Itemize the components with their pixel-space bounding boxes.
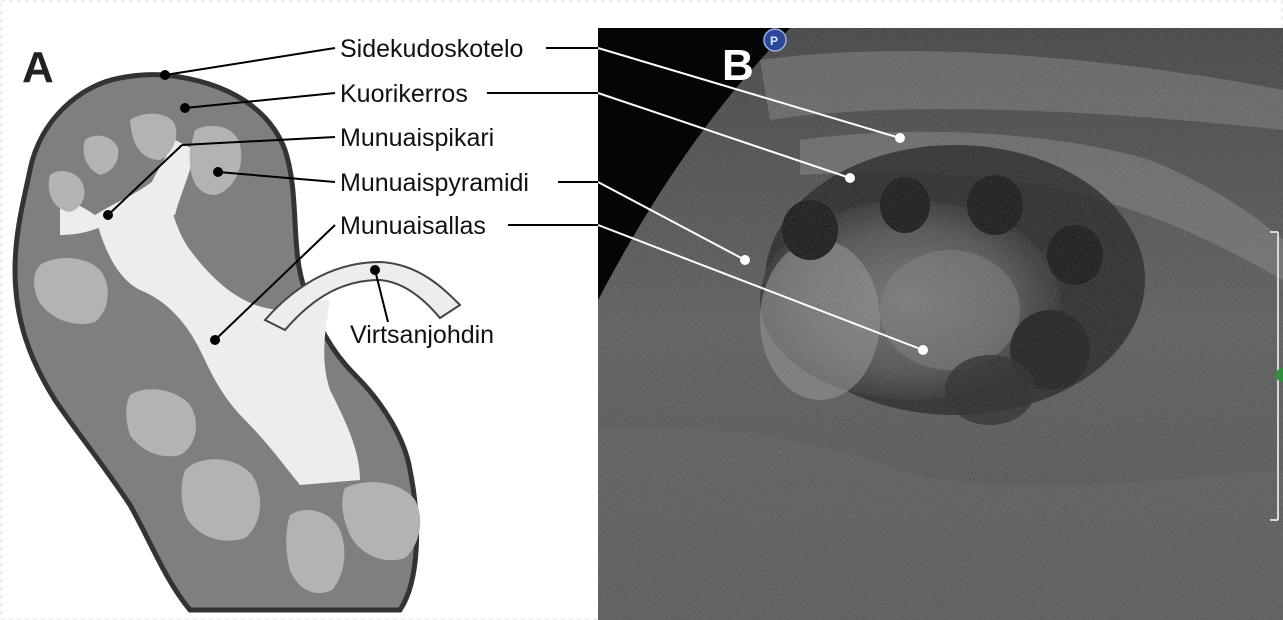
orientation-marker-label: P <box>770 34 778 48</box>
label-cortex: Kuorikerros <box>340 80 468 108</box>
label-capsule: Sidekudoskotelo <box>340 35 523 63</box>
panel-a-letter: A <box>22 43 54 92</box>
center-labels: Sidekudoskotelo Kuorikerros Munuaispikar… <box>340 35 598 349</box>
label-ureter: Virtsanjohdin <box>350 321 494 349</box>
label-pyramid: Munuaispyramidi <box>340 169 529 197</box>
label-calyx: Munuaispikari <box>340 124 494 152</box>
panel-b-ultrasound: P B <box>598 28 1283 620</box>
panel-b-letter: B <box>722 41 754 90</box>
label-pelvis: Munuaisallas <box>340 212 486 240</box>
orientation-marker: P <box>764 29 786 51</box>
